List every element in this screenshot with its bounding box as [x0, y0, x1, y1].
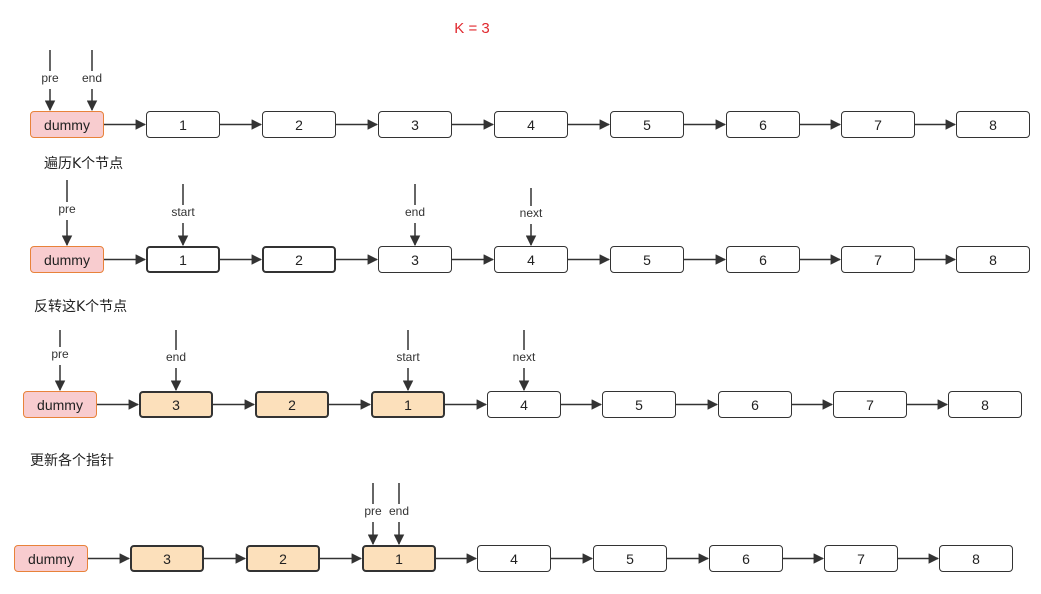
- pointer-label-end-3: end: [388, 504, 410, 518]
- pointer-label-pre-2: pre: [51, 347, 69, 361]
- list-node-1-0: dummy: [30, 246, 104, 273]
- list-node-2-6: 6: [718, 391, 792, 418]
- list-node-3-7: 7: [824, 545, 898, 572]
- list-node-2-7: 7: [833, 391, 907, 418]
- list-node-1-4: 4: [494, 246, 568, 273]
- pointer-label-start-1: start: [171, 205, 195, 219]
- list-node-2-5: 5: [602, 391, 676, 418]
- list-node-0-3: 3: [378, 111, 452, 138]
- pointer-label-start-2: start: [396, 350, 420, 364]
- list-node-0-1: 1: [146, 111, 220, 138]
- list-node-1-3: 3: [378, 246, 452, 273]
- list-node-2-3: 1: [371, 391, 445, 418]
- caption-step-3: 更新各个指针: [30, 453, 114, 469]
- list-node-1-5: 5: [610, 246, 684, 273]
- list-node-0-2: 2: [262, 111, 336, 138]
- list-node-2-4: 4: [487, 391, 561, 418]
- k-title: K = 3: [454, 20, 490, 37]
- list-node-0-5: 5: [610, 111, 684, 138]
- list-node-0-6: 6: [726, 111, 800, 138]
- list-node-1-2: 2: [262, 246, 336, 273]
- list-node-1-7: 7: [841, 246, 915, 273]
- list-node-3-3: 1: [362, 545, 436, 572]
- list-node-3-1: 3: [130, 545, 204, 572]
- list-node-1-6: 6: [726, 246, 800, 273]
- pointer-label-end-0: end: [81, 71, 103, 85]
- caption-step-1: 遍历K个节点: [44, 156, 124, 172]
- pointer-label-end-1: end: [404, 205, 426, 219]
- pointer-label-pre-0: pre: [41, 71, 59, 85]
- list-node-3-5: 5: [593, 545, 667, 572]
- pointer-label-next-2: next: [512, 350, 536, 364]
- list-node-3-8: 8: [939, 545, 1013, 572]
- pointer-label-pre-1: pre: [58, 202, 76, 216]
- list-node-2-0: dummy: [23, 391, 97, 418]
- list-node-3-4: 4: [477, 545, 551, 572]
- pointer-label-end-2: end: [165, 350, 187, 364]
- list-node-0-0: dummy: [30, 111, 104, 138]
- pointer-label-pre-3: pre: [364, 504, 382, 518]
- list-node-0-8: 8: [956, 111, 1030, 138]
- list-node-3-0: dummy: [14, 545, 88, 572]
- list-node-3-2: 2: [246, 545, 320, 572]
- list-node-1-8: 8: [956, 246, 1030, 273]
- caption-step-2: 反转这K个节点: [34, 299, 128, 315]
- list-node-3-6: 6: [709, 545, 783, 572]
- pointer-label-next-1: next: [519, 206, 543, 220]
- list-node-2-8: 8: [948, 391, 1022, 418]
- list-node-1-1: 1: [146, 246, 220, 273]
- list-node-2-2: 2: [255, 391, 329, 418]
- list-node-2-1: 3: [139, 391, 213, 418]
- list-node-0-7: 7: [841, 111, 915, 138]
- list-node-0-4: 4: [494, 111, 568, 138]
